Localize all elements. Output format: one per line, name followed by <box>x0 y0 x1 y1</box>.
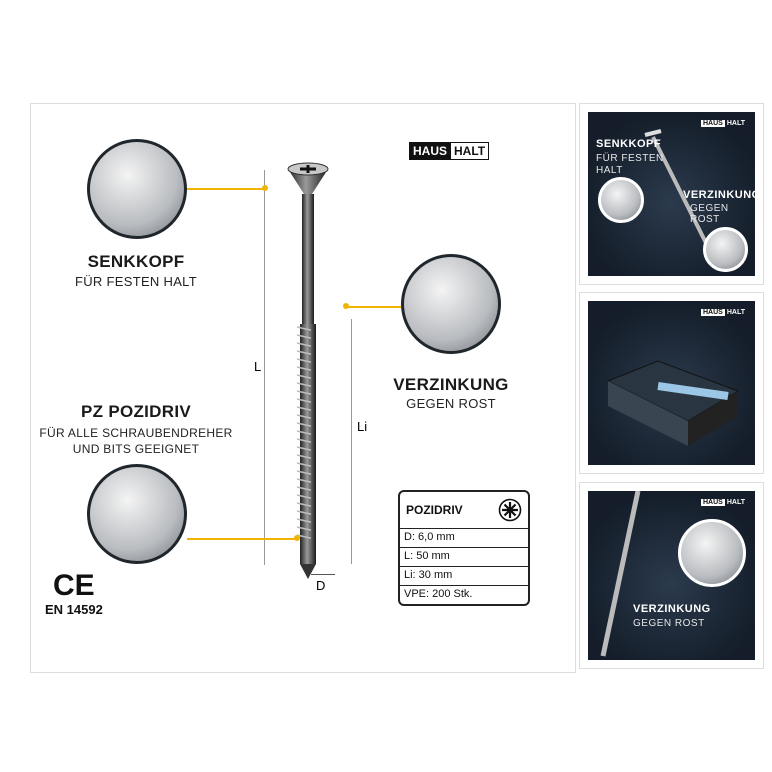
thread-ridge <box>296 518 311 523</box>
thread-ridge <box>296 502 311 507</box>
thread-ridge <box>296 358 311 363</box>
connector-dot <box>294 535 300 541</box>
thread-ridge <box>296 382 311 387</box>
thread-ridge <box>296 414 311 419</box>
screw-threads <box>296 326 311 539</box>
spec-row: VPE: 200 Stk. <box>400 585 528 604</box>
thread-ridge <box>296 470 311 475</box>
connector-dot <box>343 303 349 309</box>
logo-part1: HAUS <box>701 120 725 127</box>
feature-title-senkkopf: SENKKOPF <box>87 252 185 271</box>
thread-ridge <box>296 430 311 435</box>
countersunk-head-closeup <box>87 139 187 239</box>
ce-mark: CE <box>53 569 95 602</box>
thumb-subtitle: FÜR FESTEN <box>596 153 664 164</box>
spec-table: POZIDRIV D: 6,0 mm L: 50 mm Li: 30 mm VP… <box>398 490 530 606</box>
feature-title-verzinkung: VERZINKUNG <box>393 375 509 394</box>
thread-ridge <box>296 526 311 531</box>
thread-ridge <box>296 462 311 467</box>
spec-row: L: 50 mm <box>400 547 528 566</box>
logo-part2: HALT <box>726 309 745 316</box>
thumb-title: VERZINKUNG <box>683 189 755 201</box>
thread-ridge <box>296 374 311 379</box>
standard-label: EN 14592 <box>45 602 103 617</box>
logo-part1: HAUS <box>701 309 725 316</box>
connector-line <box>346 306 401 308</box>
connector-line <box>187 188 267 190</box>
feature-subtitle: UND BITS GEEIGNET <box>72 442 200 456</box>
diameter-line <box>311 574 335 575</box>
thread-length-label: Li <box>357 419 368 434</box>
logo-part1: HAUS <box>409 142 452 160</box>
thread-ridge <box>296 510 311 515</box>
thread-closeup <box>678 519 746 587</box>
thread-ridge <box>296 334 311 339</box>
spec-header: POZIDRIV <box>400 492 528 528</box>
thumb-title: VERZINKUNG <box>633 603 711 615</box>
thumb-subtitle: HALT <box>596 165 623 176</box>
screw-image <box>600 491 641 657</box>
thread-ridge <box>296 446 311 451</box>
logo-part1: HAUS <box>701 499 725 506</box>
thread-length-line <box>351 319 352 564</box>
screw-tip-closeup <box>87 464 187 564</box>
thread-ridge <box>296 454 311 459</box>
thumb-subtitle: GEGEN ROST <box>690 203 729 225</box>
thread-ridge <box>296 350 311 355</box>
thread-closeup <box>703 227 748 272</box>
thumb-title: SENKKOPF <box>596 138 662 150</box>
connector-dot <box>262 185 268 191</box>
feature-subtitle: GEGEN ROST <box>406 396 496 411</box>
logo-part2: HALT <box>726 499 745 506</box>
screw-box-image <box>606 360 740 446</box>
feature-title-pozidriv: PZ POZIDRIV <box>80 402 192 421</box>
logo-part2: HALT <box>726 120 745 127</box>
thread-ridge <box>296 366 311 371</box>
thread-ridge <box>296 406 311 411</box>
thread-ridge <box>296 326 311 331</box>
spec-title: POZIDRIV <box>406 503 463 517</box>
thread-ridge <box>296 342 311 347</box>
spec-row: Li: 30 mm <box>400 566 528 585</box>
spec-row: D: 6,0 mm <box>400 528 528 547</box>
thread-ridge <box>296 398 311 403</box>
thread-ridge <box>296 422 311 427</box>
zinc-coating-closeup <box>401 254 501 354</box>
feature-subtitle: FÜR ALLE SCHRAUBENDREHER <box>39 426 233 440</box>
connector-line <box>187 538 297 540</box>
thread-ridge <box>296 486 311 491</box>
feature-subtitle: FÜR FESTEN HALT <box>75 274 197 289</box>
thumb-subtitle: GEGEN ROST <box>633 618 705 629</box>
thread-ridge <box>296 494 311 499</box>
head-closeup <box>598 177 644 223</box>
thread-ridge <box>296 390 311 395</box>
logo-part2: HALT <box>451 142 490 160</box>
thread-ridge <box>296 534 311 539</box>
length-label: L <box>254 359 262 374</box>
length-line <box>264 170 265 565</box>
diameter-label: D <box>316 578 326 593</box>
thread-ridge <box>296 478 311 483</box>
thread-ridge <box>296 438 311 443</box>
pozidriv-icon <box>498 498 522 522</box>
